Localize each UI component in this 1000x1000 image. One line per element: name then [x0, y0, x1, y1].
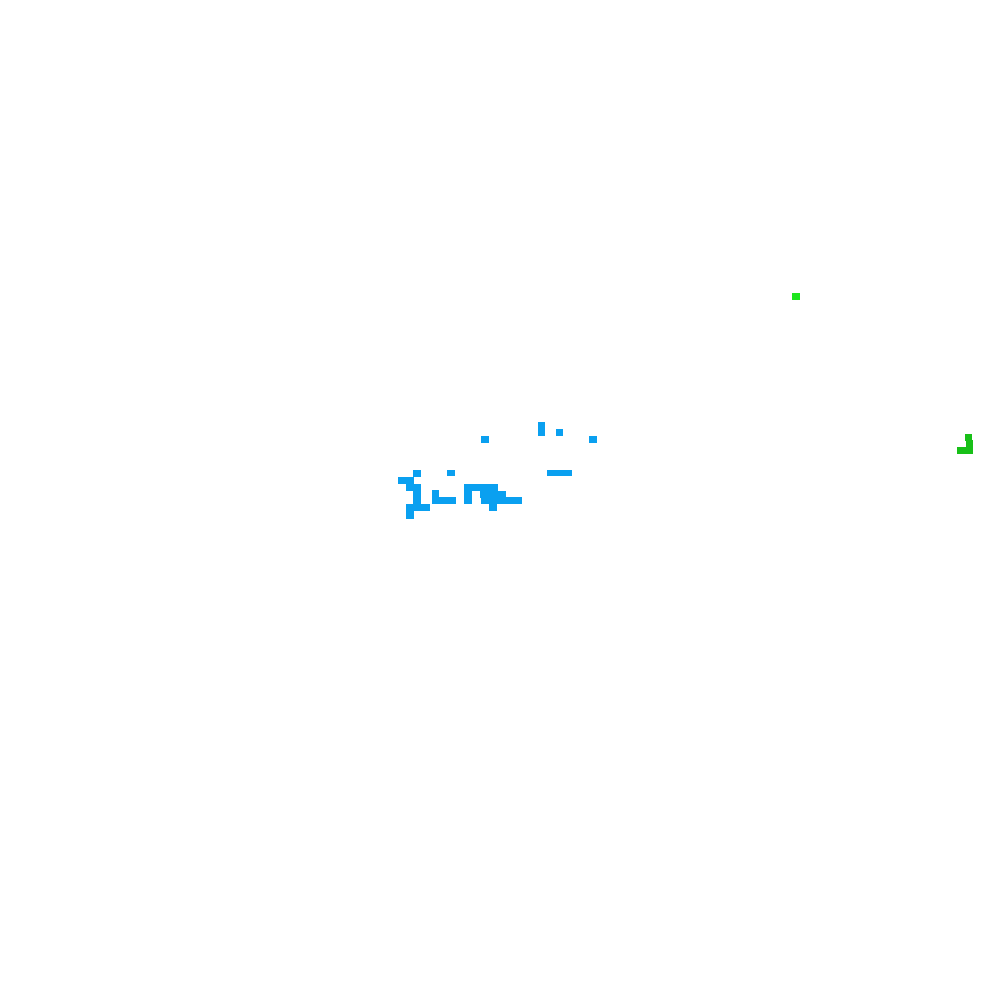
blue-pixel [464, 484, 498, 491]
green-pixel [965, 434, 972, 441]
blue-pixel [398, 477, 414, 484]
green-glyph [957, 434, 973, 454]
blue-pixel [589, 436, 597, 443]
blue-pixel [447, 470, 455, 476]
blue-pixel [464, 491, 472, 504]
blue-pixel [432, 490, 439, 497]
blue-pixel [413, 491, 421, 505]
green-dot [792, 293, 800, 300]
blue-pixel [547, 470, 572, 476]
blue-pixel [556, 429, 563, 436]
blue-pixel [481, 497, 522, 504]
blue-pixel [480, 491, 506, 498]
blue-pixel [413, 504, 430, 511]
blue-pixel [432, 497, 456, 504]
blue-pixel [538, 422, 545, 436]
green-pixel [957, 447, 973, 454]
green-pixel [792, 293, 800, 300]
green-pixel [966, 440, 973, 447]
blue-pixel [406, 504, 414, 519]
blue-pixel-cluster [398, 422, 597, 519]
blue-pixel [406, 484, 421, 491]
blue-pixel [413, 470, 421, 477]
blue-pixel [489, 504, 497, 511]
blue-pixel [481, 436, 489, 443]
